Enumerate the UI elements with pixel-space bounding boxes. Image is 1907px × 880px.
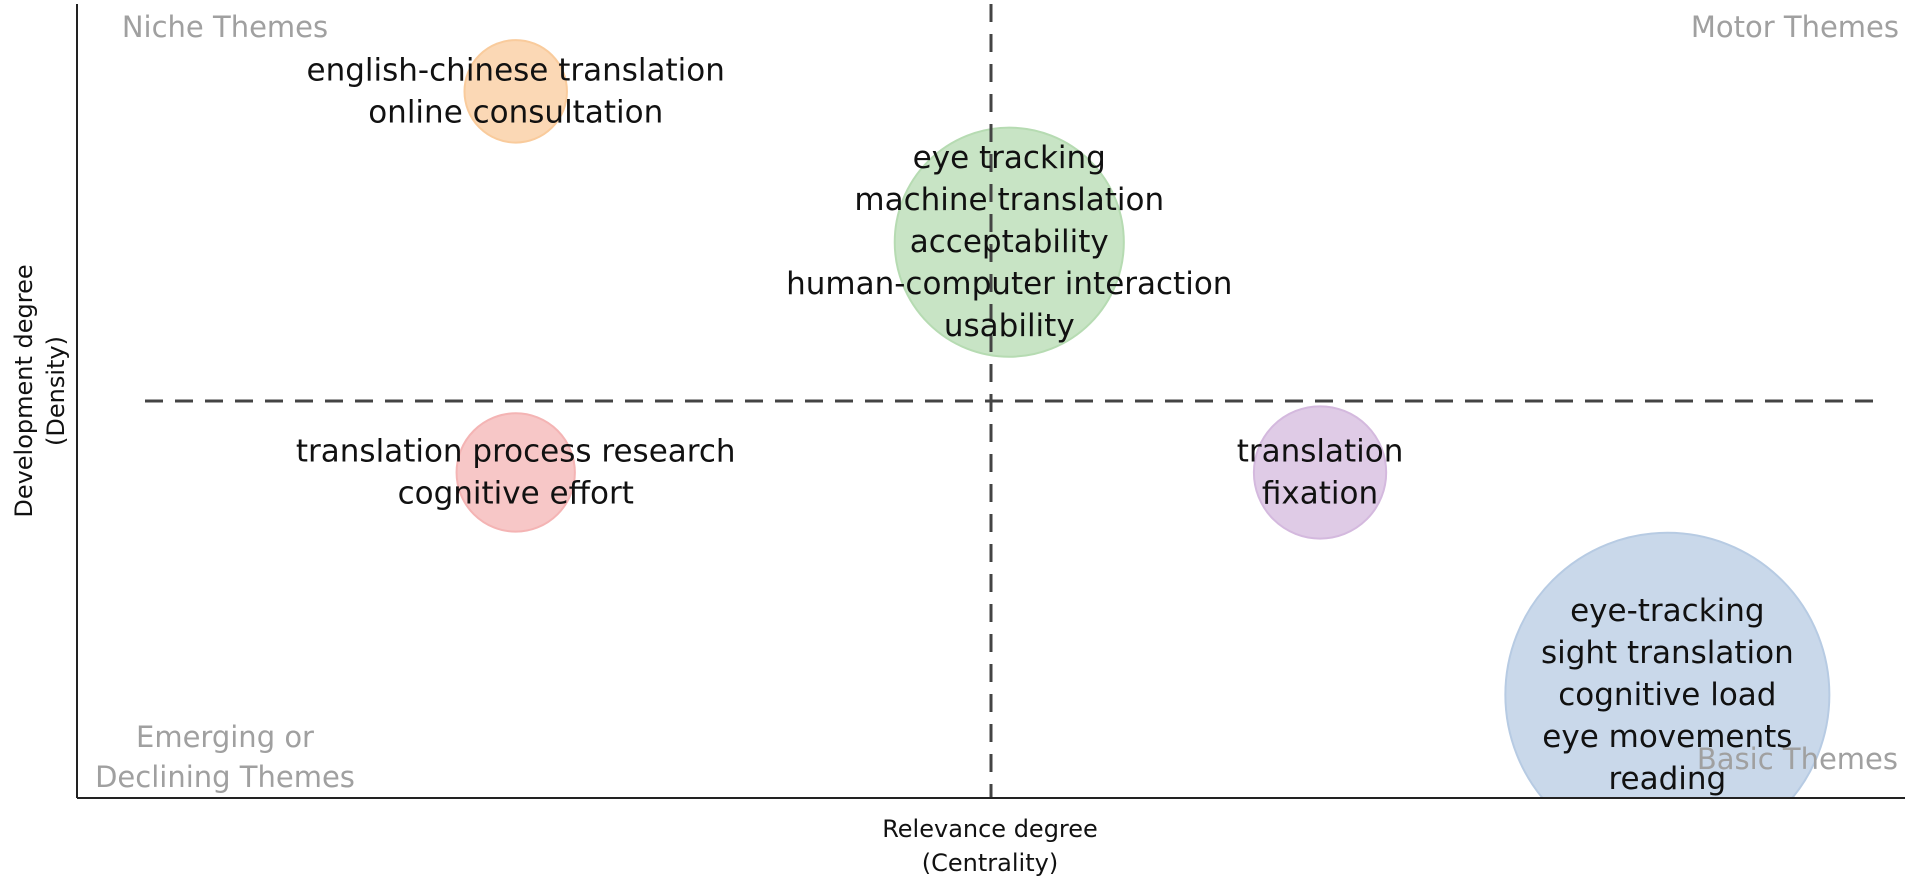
cluster-3-label-1: translation process research <box>296 433 736 469</box>
x-axis-title-1: Relevance degree <box>882 815 1098 843</box>
cluster-1-label-1: english-chinese translation <box>307 52 725 88</box>
cluster-2-label-3: acceptability <box>910 224 1109 260</box>
y-axis-title-1: Development degree <box>10 264 38 517</box>
cluster-2-label-5: usability <box>944 308 1075 344</box>
cluster-5-label-3: cognitive load <box>1558 677 1776 713</box>
cluster-bubble-2 <box>893 126 1125 358</box>
axis-titles: Relevance degree (Centrality) Development … <box>10 264 1098 877</box>
quadrant-label-motor-1: Motor Themes <box>1691 10 1899 44</box>
cluster-bubble-5 <box>1504 531 1831 798</box>
quadrant-label-niche-1: Niche Themes <box>122 10 328 44</box>
cluster-5-label-5: reading <box>1608 761 1726 797</box>
cluster-bubble-3 <box>455 412 576 533</box>
y-axis-title-2: (Density) <box>42 336 70 446</box>
cluster-5-label-4: eye movements <box>1542 719 1792 755</box>
cluster-labels-layer: english-chinese translation online consul… <box>296 52 1794 796</box>
cluster-5-label-2: sight translation <box>1541 635 1794 671</box>
x-axis-title-2: (Centrality) <box>922 849 1058 877</box>
cluster-bubble-1 <box>463 39 568 144</box>
cluster-5-label-1: eye-tracking <box>1570 593 1765 629</box>
cluster-1-label-2: online consultation <box>368 94 663 130</box>
bubbles-layer <box>455 39 1831 798</box>
cluster-4-label-2: fixation <box>1262 475 1378 511</box>
cluster-3-label-2: cognitive effort <box>398 475 634 511</box>
quadrant-label-emerging-2: Declining Themes <box>95 760 355 794</box>
cluster-2-label-1: eye tracking <box>913 140 1106 176</box>
cluster-4-label-1: translation <box>1237 433 1404 469</box>
quadrant-label-emerging-1: Emerging or <box>136 720 314 754</box>
quadrant-label-basic-1: Basic Themes <box>1697 742 1898 776</box>
cluster-2-label-2: machine translation <box>854 182 1164 218</box>
cluster-bubble-4 <box>1252 405 1388 540</box>
cluster-2-label-4: human-computer interaction <box>786 266 1232 302</box>
